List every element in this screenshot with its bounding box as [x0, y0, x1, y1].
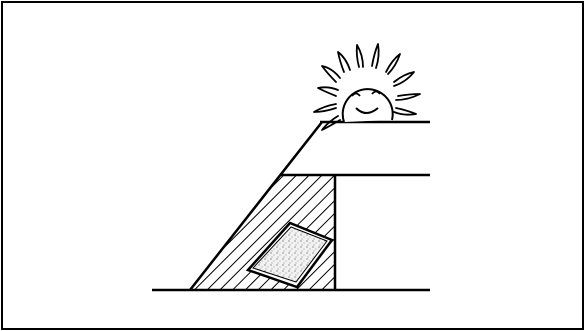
diagram-canvas	[0, 0, 585, 331]
diagram-figure	[0, 0, 585, 331]
